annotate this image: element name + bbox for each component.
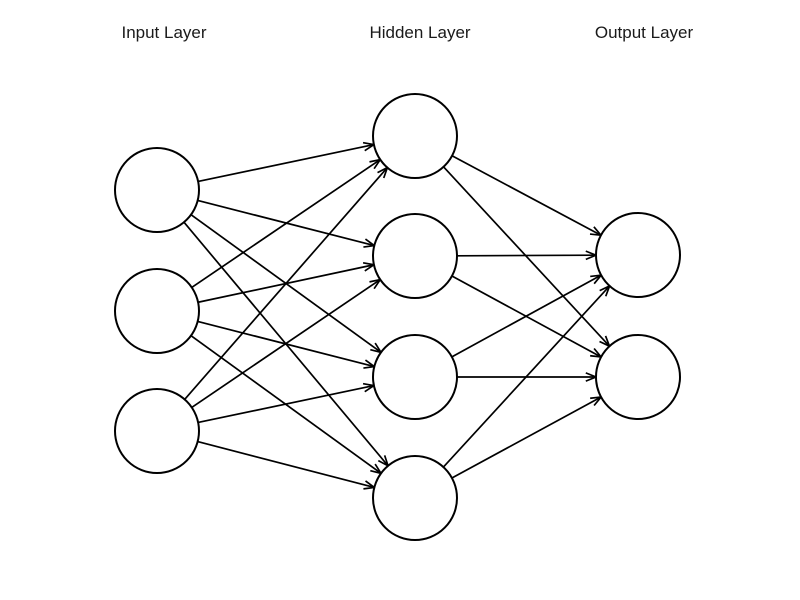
node-hidden-1[interactable]	[372, 93, 458, 179]
connection-i1-to-h1	[197, 141, 377, 183]
node-input-1[interactable]	[114, 147, 200, 233]
nodes-group	[114, 93, 681, 541]
edges-group	[183, 141, 612, 490]
connection-i2-to-h1	[191, 158, 383, 289]
node-input-2[interactable]	[114, 268, 200, 354]
node-hidden-4[interactable]	[372, 455, 458, 541]
layer-label-hidden: Hidden Layer	[369, 23, 470, 42]
node-hidden-3[interactable]	[372, 334, 458, 420]
connection-i3-to-h1	[184, 165, 389, 400]
connection-h4-to-o2	[451, 395, 604, 479]
labels-group: Input Layer Hidden Layer Output Layer	[121, 23, 693, 42]
layer-label-output: Output Layer	[595, 23, 694, 42]
connection-h2-to-o1	[456, 250, 599, 261]
node-input-3[interactable]	[114, 388, 200, 474]
node-output-1[interactable]	[595, 212, 681, 298]
connection-i3-to-h2	[191, 278, 383, 409]
node-hidden-2[interactable]	[372, 213, 458, 299]
node-output-2[interactable]	[595, 334, 681, 420]
layer-label-input: Input Layer	[121, 23, 206, 42]
connection-h1-to-o1	[451, 155, 603, 237]
